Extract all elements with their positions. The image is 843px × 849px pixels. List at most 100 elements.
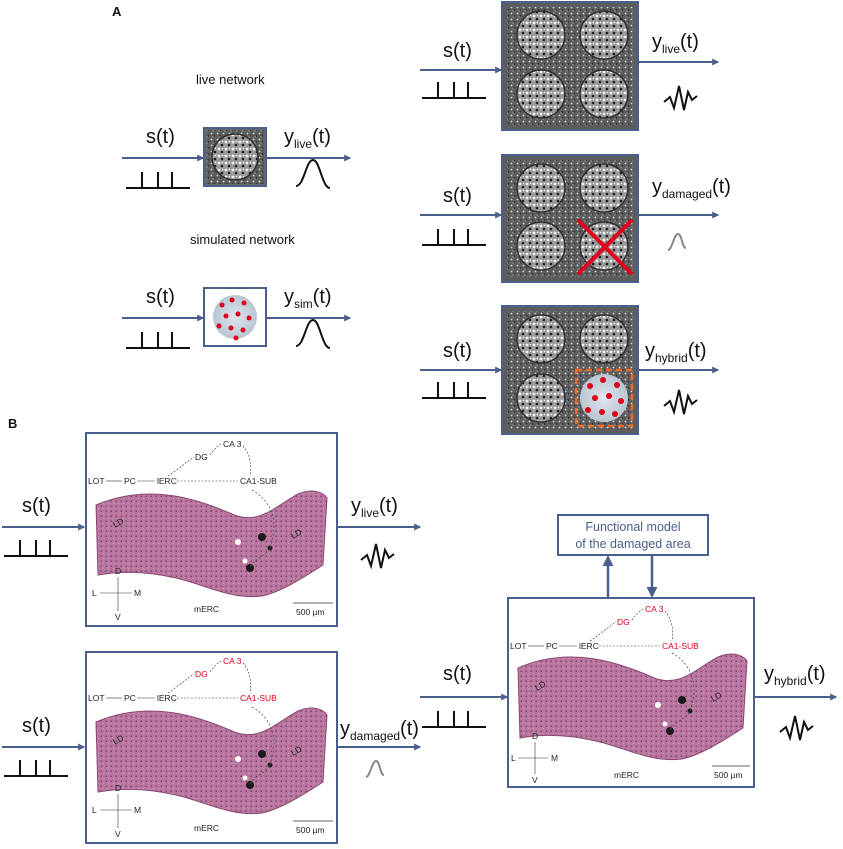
ld-label: LD — [289, 527, 303, 541]
cell-cluster — [516, 10, 566, 60]
svg-text:PC: PC — [124, 693, 136, 703]
ld-label: LD — [289, 744, 303, 758]
dir-l: L — [92, 588, 97, 598]
dir-l: L — [511, 753, 516, 763]
simulated-neuron-nodes — [585, 377, 624, 417]
svg-text:CA1-SUB: CA1-SUB — [240, 476, 277, 486]
svg-text:CA 3: CA 3 — [645, 604, 664, 614]
scale-bar: 500 µm — [714, 770, 743, 780]
svg-text:CA1-SUB: CA1-SUB — [662, 641, 699, 651]
dir-l: L — [92, 805, 97, 815]
dir-d: D — [115, 783, 121, 793]
ld-label: LD — [111, 516, 125, 530]
scale-bar: 500 µm — [296, 607, 325, 617]
spike-train — [422, 229, 486, 246]
dir-d: D — [532, 731, 538, 741]
merc-label: mERC — [194, 823, 219, 833]
right-hybrid-culture: s(t) yhybrid(t) — [420, 305, 720, 435]
svg-text:DG: DG — [617, 617, 630, 627]
output-y: yhybrid(t) — [645, 340, 707, 365]
output-y: ydamaged(t) — [652, 176, 731, 201]
input-label: s(t) — [146, 126, 175, 148]
spike-train — [126, 332, 190, 349]
dir-m: M — [134, 805, 141, 815]
dir-v: V — [115, 612, 121, 622]
dir-d: D — [115, 566, 121, 576]
right-damaged-culture: s(t) ydamaged(t) — [420, 154, 731, 283]
input-label: s(t) — [22, 715, 51, 737]
spike-train — [422, 711, 486, 728]
input-label: s(t) — [443, 663, 472, 685]
svg-text:DG: DG — [195, 452, 208, 462]
svg-text:DG: DG — [195, 669, 208, 679]
input-label: s(t) — [443, 185, 472, 207]
svg-text:LOT: LOT — [88, 693, 105, 703]
output-waveform — [365, 759, 385, 778]
svg-text:lERC: lERC — [157, 476, 177, 486]
dir-v: V — [115, 829, 121, 839]
svg-text:CA 3: CA 3 — [223, 656, 242, 666]
cell-cluster — [516, 314, 566, 364]
input-label: s(t) — [443, 340, 472, 362]
tissue-slice — [517, 653, 748, 761]
cell-cluster — [516, 221, 566, 271]
svg-text:LOT: LOT — [88, 476, 105, 486]
cell-cluster — [579, 69, 629, 119]
tissue-slice — [95, 490, 328, 598]
svg-text:lERC: lERC — [579, 641, 599, 651]
merc-label: mERC — [614, 770, 639, 780]
cell-cluster — [579, 163, 629, 213]
svg-text:LOT: LOT — [510, 641, 527, 651]
slice-live: s(t) LOT PC lERC DG CA 3 CA1-SUB LD LD D… — [2, 432, 422, 627]
spike-train — [4, 760, 68, 777]
merc-label: mERC — [194, 604, 219, 614]
damage-cross — [577, 219, 633, 275]
left-live-network: s(t) ylive(t) — [122, 126, 352, 189]
output-waveform — [663, 85, 698, 112]
output-waveform — [779, 715, 814, 742]
ld-label: LD — [533, 679, 547, 693]
simulated-neuron-nodes — [216, 297, 252, 341]
tissue-slice — [95, 707, 328, 815]
model-label-line1: Functional model — [585, 520, 680, 534]
ld-label: LD — [111, 733, 125, 747]
left-simulated-network: s(t) ysim(t) — [122, 286, 352, 349]
cell-cluster — [516, 69, 566, 119]
cell-cluster — [211, 133, 259, 181]
ld-label: LD — [709, 690, 723, 704]
input-label: s(t) — [22, 495, 51, 517]
model-label-line2: of the damaged area — [575, 537, 690, 551]
spike-train — [126, 172, 190, 189]
cell-cluster — [516, 373, 566, 423]
spike-train — [4, 540, 68, 557]
dir-m: M — [551, 753, 558, 763]
dir-v: V — [532, 775, 538, 785]
functional-model-box — [557, 514, 709, 556]
scale-bar: 500 µm — [296, 825, 325, 835]
spike-train — [422, 382, 486, 399]
right-live-culture: s(t) ylive(t) — [420, 1, 720, 131]
output-waveform — [667, 232, 687, 251]
output-waveform — [663, 389, 698, 416]
replacement-region — [574, 368, 634, 428]
panel-label-b: B — [8, 416, 17, 431]
circuit-diagram: LOT PC lERC DG CA 3 CA1-SUB — [88, 439, 277, 486]
circuit-diagram: LOT PC lERC DG CA 3 CA1-SUB — [510, 604, 699, 651]
cell-cluster — [579, 10, 629, 60]
circuit-diagram: LOT PC lERC DG CA 3 CA1-SUB — [88, 656, 277, 703]
cell-cluster — [516, 163, 566, 213]
output-waveform — [295, 318, 331, 349]
dir-m: M — [134, 588, 141, 598]
svg-text:CA1-SUB: CA1-SUB — [240, 693, 277, 703]
output-y: ydamaged(t) — [340, 718, 419, 743]
output-y: ylive(t) — [284, 126, 331, 151]
panel-label-a: A — [112, 4, 122, 19]
slice-damaged: s(t) LOT PC lERC DG CA 3 CA1-SUB LD LD D… — [2, 651, 422, 844]
output-waveform — [360, 543, 395, 570]
caption-simulated-network: simulated network — [190, 232, 295, 247]
svg-text:lERC: lERC — [157, 693, 177, 703]
slice-hybrid: Functional model of the damaged area s(t… — [420, 514, 838, 788]
output-y: yhybrid(t) — [764, 663, 826, 688]
